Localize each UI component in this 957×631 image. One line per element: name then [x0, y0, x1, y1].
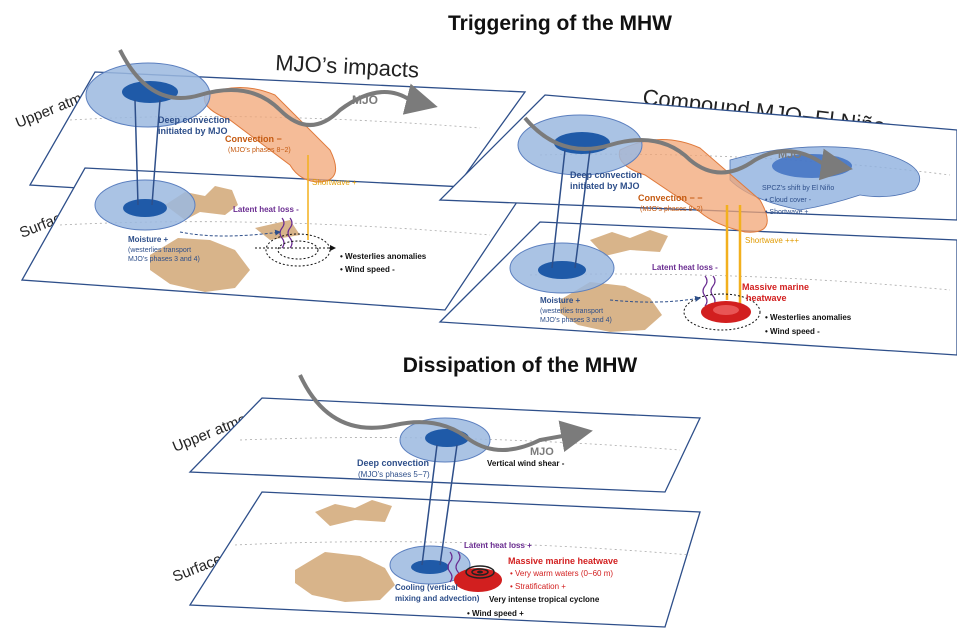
moisture-arrow — [179, 229, 281, 237]
compound-surface-plane — [438, 221, 957, 356]
dissipation-deep-convection: Deep convection — [357, 458, 429, 468]
compound-australia-land — [560, 282, 662, 332]
dissipation-mjo-arrow — [298, 374, 593, 452]
surface-convection-inner — [123, 199, 167, 217]
compound-latent-wavy — [702, 275, 716, 307]
latent-heat-label: Latent heat loss - — [233, 205, 299, 214]
compound-convection-plume — [618, 139, 768, 233]
spcz-label: SPCZ’s shift by El Niño — [762, 185, 834, 192]
deep-convection-line1: Deep convection — [158, 115, 230, 125]
compound-moisture-sub-2: MJO’s phases 3 and 4) — [540, 317, 612, 324]
convection-plume — [203, 87, 337, 183]
spcz-shortwave: • Shortwave + — [765, 209, 809, 216]
mjo-arrow — [118, 49, 438, 127]
australia-land — [150, 238, 250, 292]
compound-shortwave-label: Shortwave +++ — [745, 236, 799, 245]
dissipation-latent-label: Latent heat loss + — [464, 541, 532, 550]
dissipation-heatwave-title: Massive marine heatwave — [508, 556, 618, 566]
dissipation-title: Dissipation of the MHW — [403, 354, 638, 377]
moisture-label: Moisture + — [128, 235, 169, 244]
mjo-impacts-subtitle: MJO’s impacts — [275, 50, 420, 82]
dissipation-land-mass — [315, 500, 392, 526]
convection-phases: (MJO’s phases 8−2) — [228, 147, 291, 154]
westerlies-bullet: • Westerlies anomalies — [340, 252, 427, 261]
spcz-cloud-cover: • Cloud cover - — [765, 197, 812, 204]
cyclone-icon — [465, 565, 495, 579]
vertical-wind-shear: Vertical wind shear - — [487, 459, 565, 468]
dissipation-mjo-label: MJO — [530, 446, 554, 458]
cooling-label-1: Cooling (vertical — [395, 583, 458, 592]
convection-column — [134, 99, 161, 206]
heatwave-label-2: heatwave — [746, 293, 787, 303]
compound-mjo-label: MJO — [778, 149, 802, 161]
dissipation-australia-land — [295, 552, 395, 602]
compound-mjo-arrow — [523, 116, 853, 181]
compound-deep-convection-2: initiated by MJO — [570, 181, 640, 191]
compound-wind-circle — [683, 293, 761, 331]
compound-land-mass — [590, 230, 668, 256]
wind-speed-bullet: • Wind speed - — [340, 265, 395, 274]
compound-convection-phases: (MJO’s phases 8−2) — [640, 206, 703, 213]
cooling-label-2: mixing and advection) — [395, 594, 480, 603]
convection-label: Convection − — [225, 134, 282, 144]
dissipation-upper-convection-inner — [425, 429, 469, 447]
warm-waters-item: • Very warm waters (0−60 m) — [510, 569, 613, 578]
compound-convection-label: Convection − − — [638, 193, 703, 203]
compound-latent-label: Latent heat loss - — [652, 263, 718, 272]
mjo-label: MJO — [352, 93, 378, 107]
dissipation-convection-column — [421, 444, 458, 566]
compound-convection-column — [551, 149, 591, 269]
dissipation-convection-phases: (MJO’s phases 5−7) — [358, 470, 430, 479]
deep-convection-line2: initiated by MJO — [158, 126, 228, 136]
compound-wind-bullet: • Wind speed - — [765, 327, 820, 336]
compound-moisture-label: Moisture + — [540, 296, 581, 305]
compound-moisture-sub-1: (westerlies transport — [540, 308, 603, 315]
compound-surface-convection-inner — [538, 261, 586, 279]
moisture-sub-2: MJO’s phases 3 and 4) — [128, 256, 200, 263]
upper-convection-inner — [122, 81, 178, 103]
tropical-cyclone-label: Very intense tropical cyclone — [489, 595, 600, 604]
stratification-item: • Stratification + — [510, 582, 566, 591]
dissipation-panel: Upper atmosphere Surface MJO Deep convec… — [170, 374, 702, 628]
dissipation-surface-convection-inner — [411, 560, 449, 574]
compound-panel: Compound MJO−El Niño MJO Deep convection… — [438, 84, 957, 356]
trigger-title: Triggering of the MHW — [448, 12, 672, 35]
mjo-impacts-panel: MJO’s impacts Upper atmosphere Surface M… — [13, 49, 527, 311]
compound-deep-convection-1: Deep convection — [570, 170, 642, 180]
moisture-sub-1: (westerlies transport — [128, 247, 191, 254]
compound-westerlies-bullet: • Westerlies anomalies — [765, 313, 852, 322]
shortwave-label: Shortwave + — [312, 178, 357, 187]
compound-moisture-arrow — [609, 295, 701, 303]
dissipation-wind-bullet: • Wind speed + — [467, 609, 524, 618]
heatwave-label-1: Massive marine — [742, 282, 809, 292]
